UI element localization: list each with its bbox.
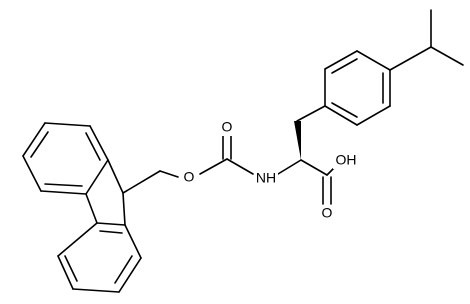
bond [124,224,142,259]
bond [118,257,142,293]
bond [324,105,358,126]
bond [22,122,46,157]
bond [356,105,391,126]
bond [226,158,254,175]
bond [356,50,391,71]
bond [57,222,98,257]
bond [40,190,87,195]
amino-acid-backbone [277,121,335,205]
bond [324,50,358,70]
ester-oxygen-label: O [184,169,195,185]
bond [44,122,91,127]
bond [326,167,335,176]
bond [331,58,358,74]
isopropylphenyl-group [296,9,464,126]
bond [57,255,74,290]
bond [99,230,123,234]
bond [89,125,109,161]
bond [85,159,109,195]
bond [199,158,228,175]
bond [430,46,464,66]
bond [72,288,120,293]
bond [300,159,328,176]
bond [389,46,432,71]
bond [85,193,98,224]
atom-labels: O O NH OH O [181,119,359,222]
stereo-wedge-bond [294,121,301,160]
bond [30,131,49,158]
bond [107,159,124,194]
bond [159,170,179,178]
bond [331,102,358,118]
bond [96,222,126,226]
bond [122,192,126,226]
carbonyl-oxygen-label: O [222,119,233,135]
amide-nitrogen-label: NH [256,170,276,186]
bond [44,183,83,187]
fmoc-linker [122,135,254,194]
bond [277,159,302,175]
bond [114,255,133,284]
bond [122,170,161,194]
bond [22,155,42,192]
hydroxyl-label: OH [336,152,357,168]
bond [296,105,326,122]
bond [64,255,78,282]
acid-oxygen-label: O [322,205,333,221]
fluorene-group [22,122,142,293]
bond [85,132,101,161]
